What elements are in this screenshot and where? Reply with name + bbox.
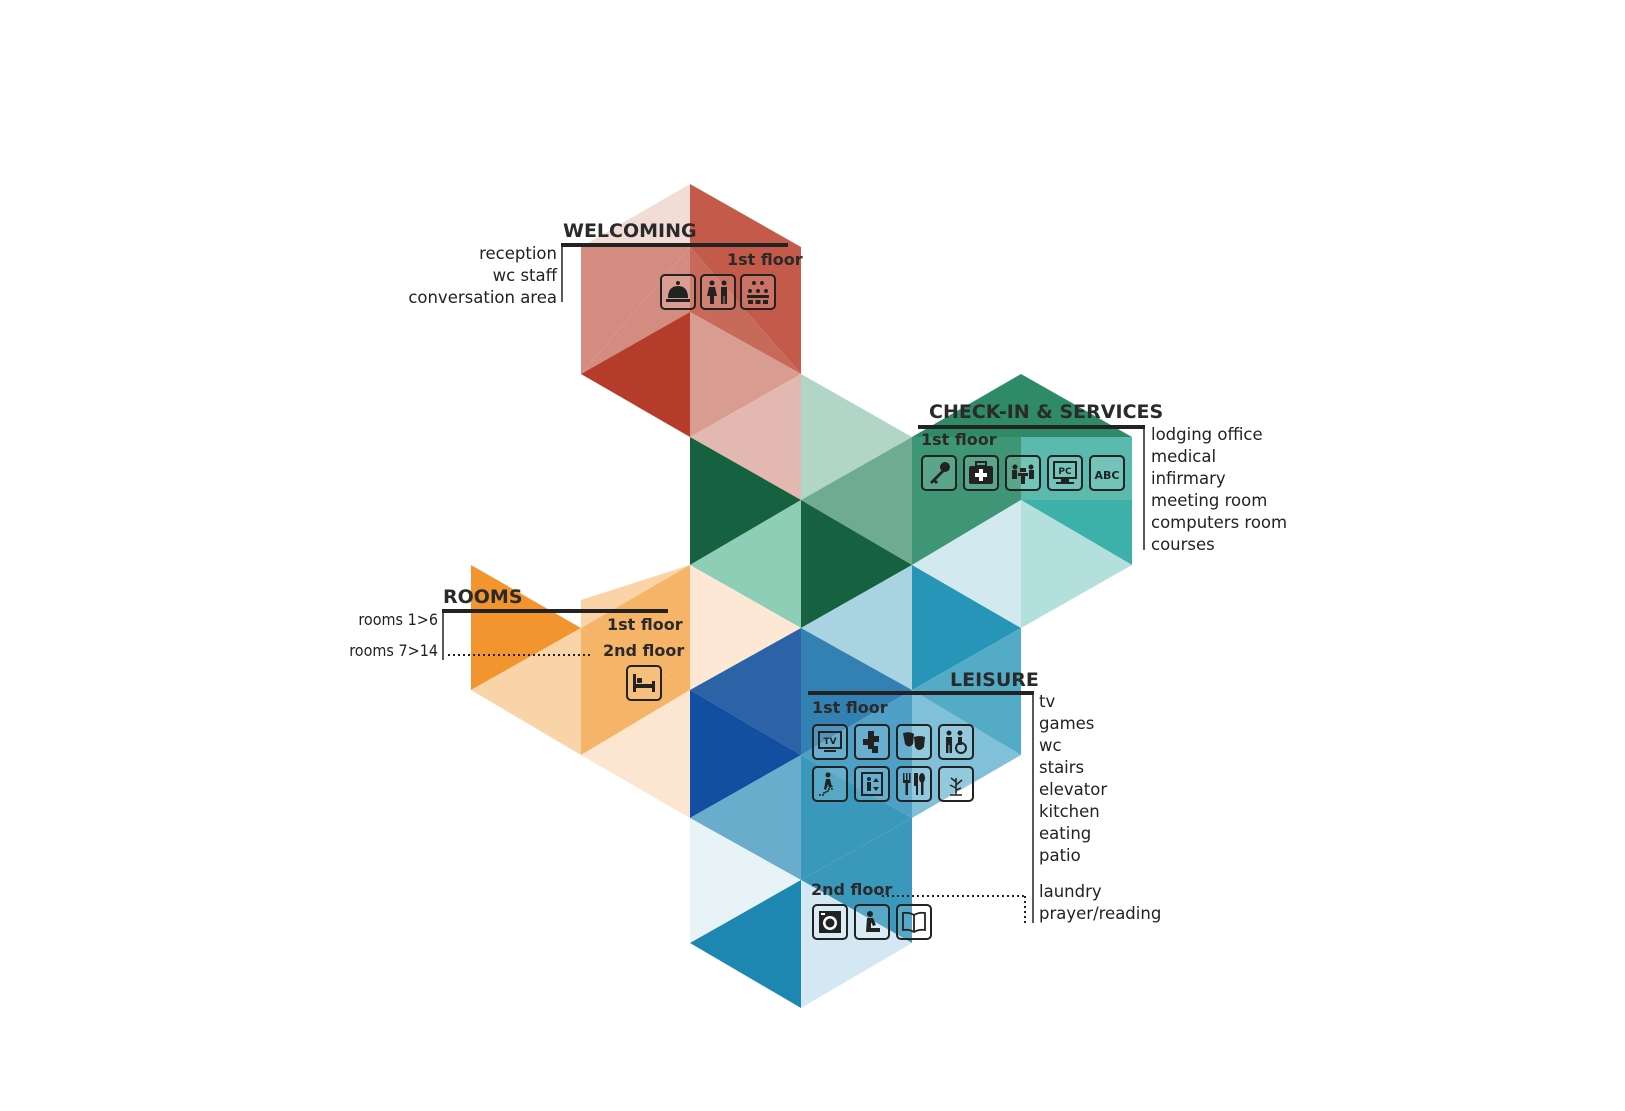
leisure-icons-row-3: [812, 904, 932, 940]
list-item: computers room: [1151, 513, 1288, 532]
courses-abc-icon: ABC: [1089, 455, 1125, 491]
reception-bell-icon: [660, 274, 696, 310]
list-item: elevator: [1039, 780, 1108, 799]
welcoming-list: reception wc staff conversation area: [395, 243, 557, 309]
theater-masks-icon: [896, 724, 932, 760]
leisure-floor-1: 1st floor: [812, 698, 888, 717]
rooms-floor-2: 2nd floor: [603, 641, 685, 660]
leisure-title: LEISURE: [950, 669, 1039, 691]
games-icon: [854, 724, 890, 760]
leisure-floor-2: 2nd floor: [811, 880, 893, 899]
welcoming-floor: 1st floor: [727, 250, 803, 269]
medical-kit-icon: [963, 455, 999, 491]
rooms-item-1: rooms 1>6: [358, 610, 438, 629]
rooms-hexagon: [471, 565, 801, 818]
leisure-list-2: laundry prayer/reading: [1039, 881, 1161, 925]
prayer-icon: [854, 904, 890, 940]
wc-accessible-icon: [938, 724, 974, 760]
tv-icon: TV: [812, 724, 848, 760]
list-item: stairs: [1039, 758, 1085, 777]
rooms-icons: [626, 665, 662, 701]
checkin-hexagon: [912, 374, 1132, 628]
list-item: lodging office: [1151, 425, 1263, 444]
pc-glyph: PC: [1058, 467, 1072, 477]
list-item: courses: [1151, 535, 1215, 554]
list-item: prayer/reading: [1039, 904, 1162, 923]
list-item: kitchen: [1039, 802, 1100, 821]
leisure-list-1: tv games wc stairs elevator kitchen eati…: [1039, 691, 1107, 867]
list-item: wc: [1039, 736, 1062, 755]
annotation-lines: [442, 243, 1145, 923]
list-item: reception: [479, 244, 557, 263]
list-item: infirmary: [1151, 469, 1226, 488]
list-item: tv: [1039, 692, 1056, 711]
abc-glyph: ABC: [1095, 469, 1120, 482]
list-item: laundry: [1039, 882, 1102, 901]
list-item: meeting room: [1151, 491, 1268, 510]
leisure-icons-row-2: [812, 766, 974, 802]
rooms-floor-1: 1st floor: [607, 615, 683, 634]
wc-staff-icon: [700, 274, 736, 310]
rooms-item-2: rooms 7>14: [349, 641, 438, 660]
checkin-list: lodging office medical infirmary meeting…: [1151, 424, 1287, 556]
list-item: games: [1039, 714, 1095, 733]
kitchen-utensils-icon: [896, 766, 932, 802]
computer-icon: PC: [1047, 455, 1083, 491]
list-item: eating: [1039, 824, 1092, 843]
bed-icon: [626, 665, 662, 701]
laundry-machine-icon: [812, 904, 848, 940]
list-item: wc staff: [492, 266, 557, 285]
list-item: medical: [1151, 447, 1217, 466]
checkin-floor: 1st floor: [921, 430, 997, 449]
checkin-icons: PC ABC: [921, 455, 1125, 491]
welcoming-icons: [660, 274, 776, 310]
stairs-icon: [812, 766, 848, 802]
elevator-icon: [854, 766, 890, 802]
welcoming-title: WELCOMING: [563, 220, 697, 242]
rooms-title: ROOMS: [443, 586, 523, 608]
list-item: conversation area: [408, 288, 557, 307]
leisure-icons-row-1: TV: [812, 724, 974, 760]
meeting-room-icon: [1005, 455, 1041, 491]
book-icon: [896, 904, 932, 940]
overlap-band-upper: [690, 374, 912, 628]
conversation-area-icon: [740, 274, 776, 310]
list-item: patio: [1039, 846, 1081, 865]
checkin-title: CHECK-IN & SERVICES: [929, 401, 1164, 423]
patio-tree-icon: [938, 766, 974, 802]
tv-glyph: TV: [823, 737, 836, 747]
key-icon: [921, 455, 957, 491]
